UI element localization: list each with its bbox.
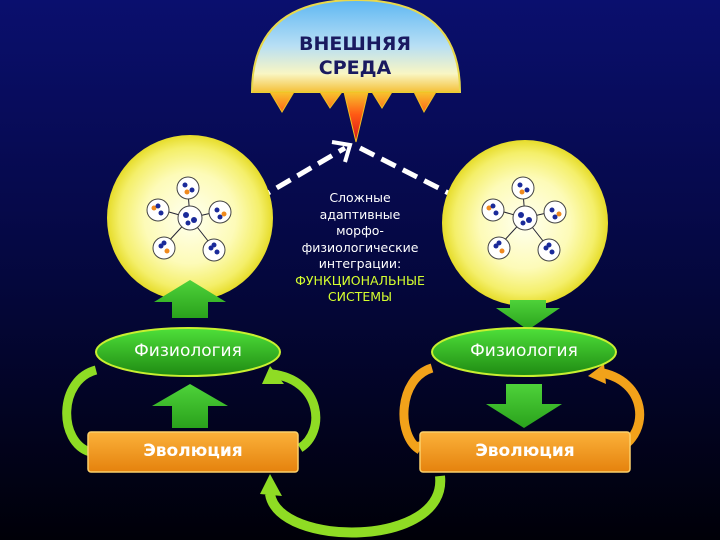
left-evolution-node [87, 431, 299, 473]
right-evolution-label: Эволюция [475, 441, 575, 461]
center-line-3: морфо- [336, 223, 384, 238]
left-sphere [107, 135, 273, 301]
left-evolution-label: Эволюция [143, 441, 243, 461]
left-up-arrow-top [154, 280, 226, 318]
center-line-1: Сложные [329, 190, 391, 205]
left-up-arrow-bottom [152, 384, 228, 428]
left-physiology-node [95, 327, 281, 377]
right-down-arrow-bottom [486, 384, 562, 428]
right-physiology-node [431, 327, 617, 377]
center-line-4: физиологические [301, 239, 419, 255]
bottom-connecting-arrow [260, 474, 446, 538]
environment-spikes [252, 91, 460, 143]
environment-title: ВНЕШНЯЯ СРЕДА [250, 32, 460, 80]
right-down-arrow-top [496, 300, 560, 330]
center-line-5: интеграции: [318, 256, 402, 271]
right-evolution-node [419, 431, 631, 473]
right-functional-system-icon [481, 176, 567, 262]
center-highlight-2: СИСТЕМЫ [327, 289, 393, 304]
environment-title-line1: ВНЕШНЯЯ [299, 33, 411, 55]
right-sphere [442, 140, 608, 306]
right-physiology-label: Физиология [470, 341, 578, 361]
center-highlight-1: ФУНКЦИОНАЛЬНЫЕ [295, 272, 425, 288]
left-functional-system-icon [146, 176, 232, 262]
center-description: Сложные адаптивные морфо- физиологически… [272, 190, 448, 306]
environment-title-line2: СРЕДА [318, 57, 392, 79]
left-physiology-label: Физиология [134, 341, 242, 361]
center-line-2: адаптивные [319, 206, 401, 222]
dashed-arrow-left [254, 145, 347, 203]
environment-dome [250, 0, 462, 143]
